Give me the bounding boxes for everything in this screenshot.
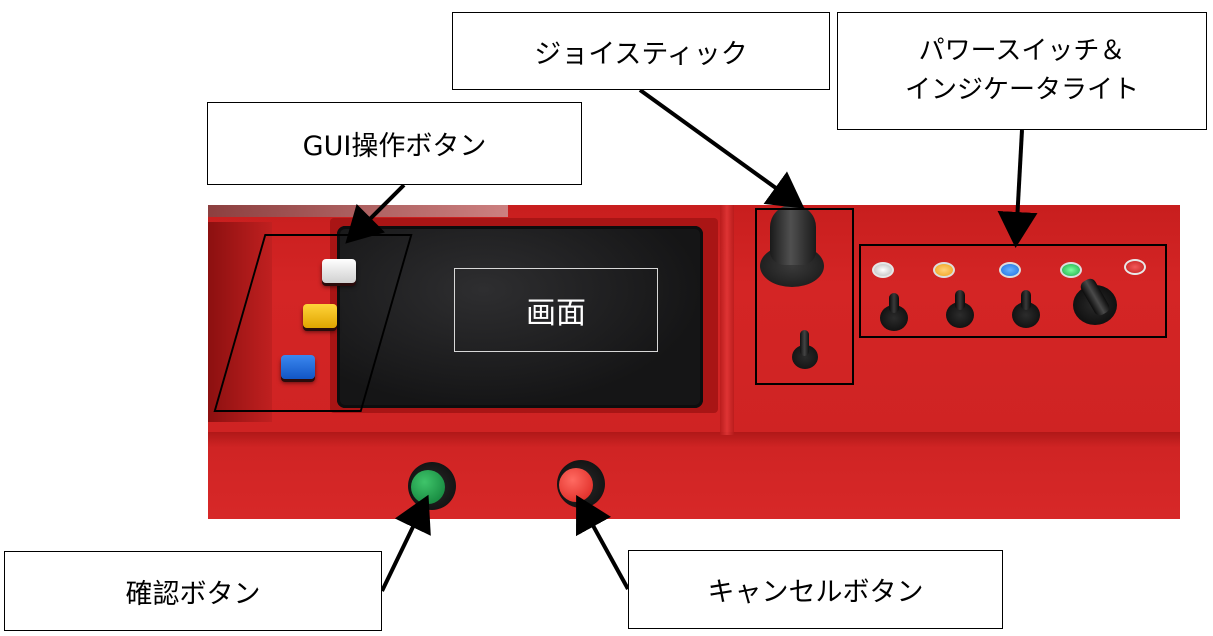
gui-button-blue[interactable] xyxy=(281,355,315,379)
display-screen xyxy=(337,226,703,408)
confirm-button[interactable] xyxy=(411,470,445,504)
callout-gui-text: GUI操作ボタン xyxy=(302,131,487,162)
callout-power-line1: パワースイッチ＆ xyxy=(918,36,1126,66)
arrow-joystick xyxy=(638,88,805,209)
switches-highlight xyxy=(859,244,1167,338)
callout-confirm-button: 確認ボタン xyxy=(4,551,382,631)
indicator-lamp-white xyxy=(872,262,894,278)
joystick-knob[interactable] xyxy=(770,205,816,265)
callout-power-line2: インジケータライト xyxy=(904,75,1139,105)
control-panel-front xyxy=(208,432,1180,519)
indicator-lamp-blue xyxy=(999,262,1021,278)
callout-gui-buttons: GUI操作ボタン xyxy=(207,102,582,185)
cancel-button[interactable] xyxy=(559,468,593,502)
power-switch-1-lever[interactable] xyxy=(889,293,899,313)
power-switch-3-lever[interactable] xyxy=(1021,290,1031,310)
callout-joystick: ジョイスティック xyxy=(452,12,830,90)
gui-button-yellow[interactable] xyxy=(303,304,337,328)
indicator-lamp-amber xyxy=(933,262,955,278)
gui-button-white[interactable] xyxy=(322,259,356,283)
toggle-switch-lever[interactable] xyxy=(800,330,809,356)
callout-joystick-text: ジョイスティック xyxy=(534,38,748,70)
indicator-lamp-green xyxy=(1060,262,1082,278)
indicator-lamp-red xyxy=(1124,259,1146,275)
power-switch-2-lever[interactable] xyxy=(955,290,965,310)
callout-confirm-text: 確認ボタン xyxy=(125,578,261,610)
panel-side-compartment xyxy=(208,222,272,422)
callout-power-switch: パワースイッチ＆ インジケータライト xyxy=(837,12,1207,130)
callout-cancel-button: キャンセルボタン xyxy=(628,550,1003,629)
panel-ridge xyxy=(720,205,734,435)
panel-back-edge xyxy=(208,205,508,217)
joystick-highlight xyxy=(755,208,854,385)
callout-cancel-text: キャンセルボタン xyxy=(707,577,924,608)
screen-label: 画面 xyxy=(454,268,658,352)
